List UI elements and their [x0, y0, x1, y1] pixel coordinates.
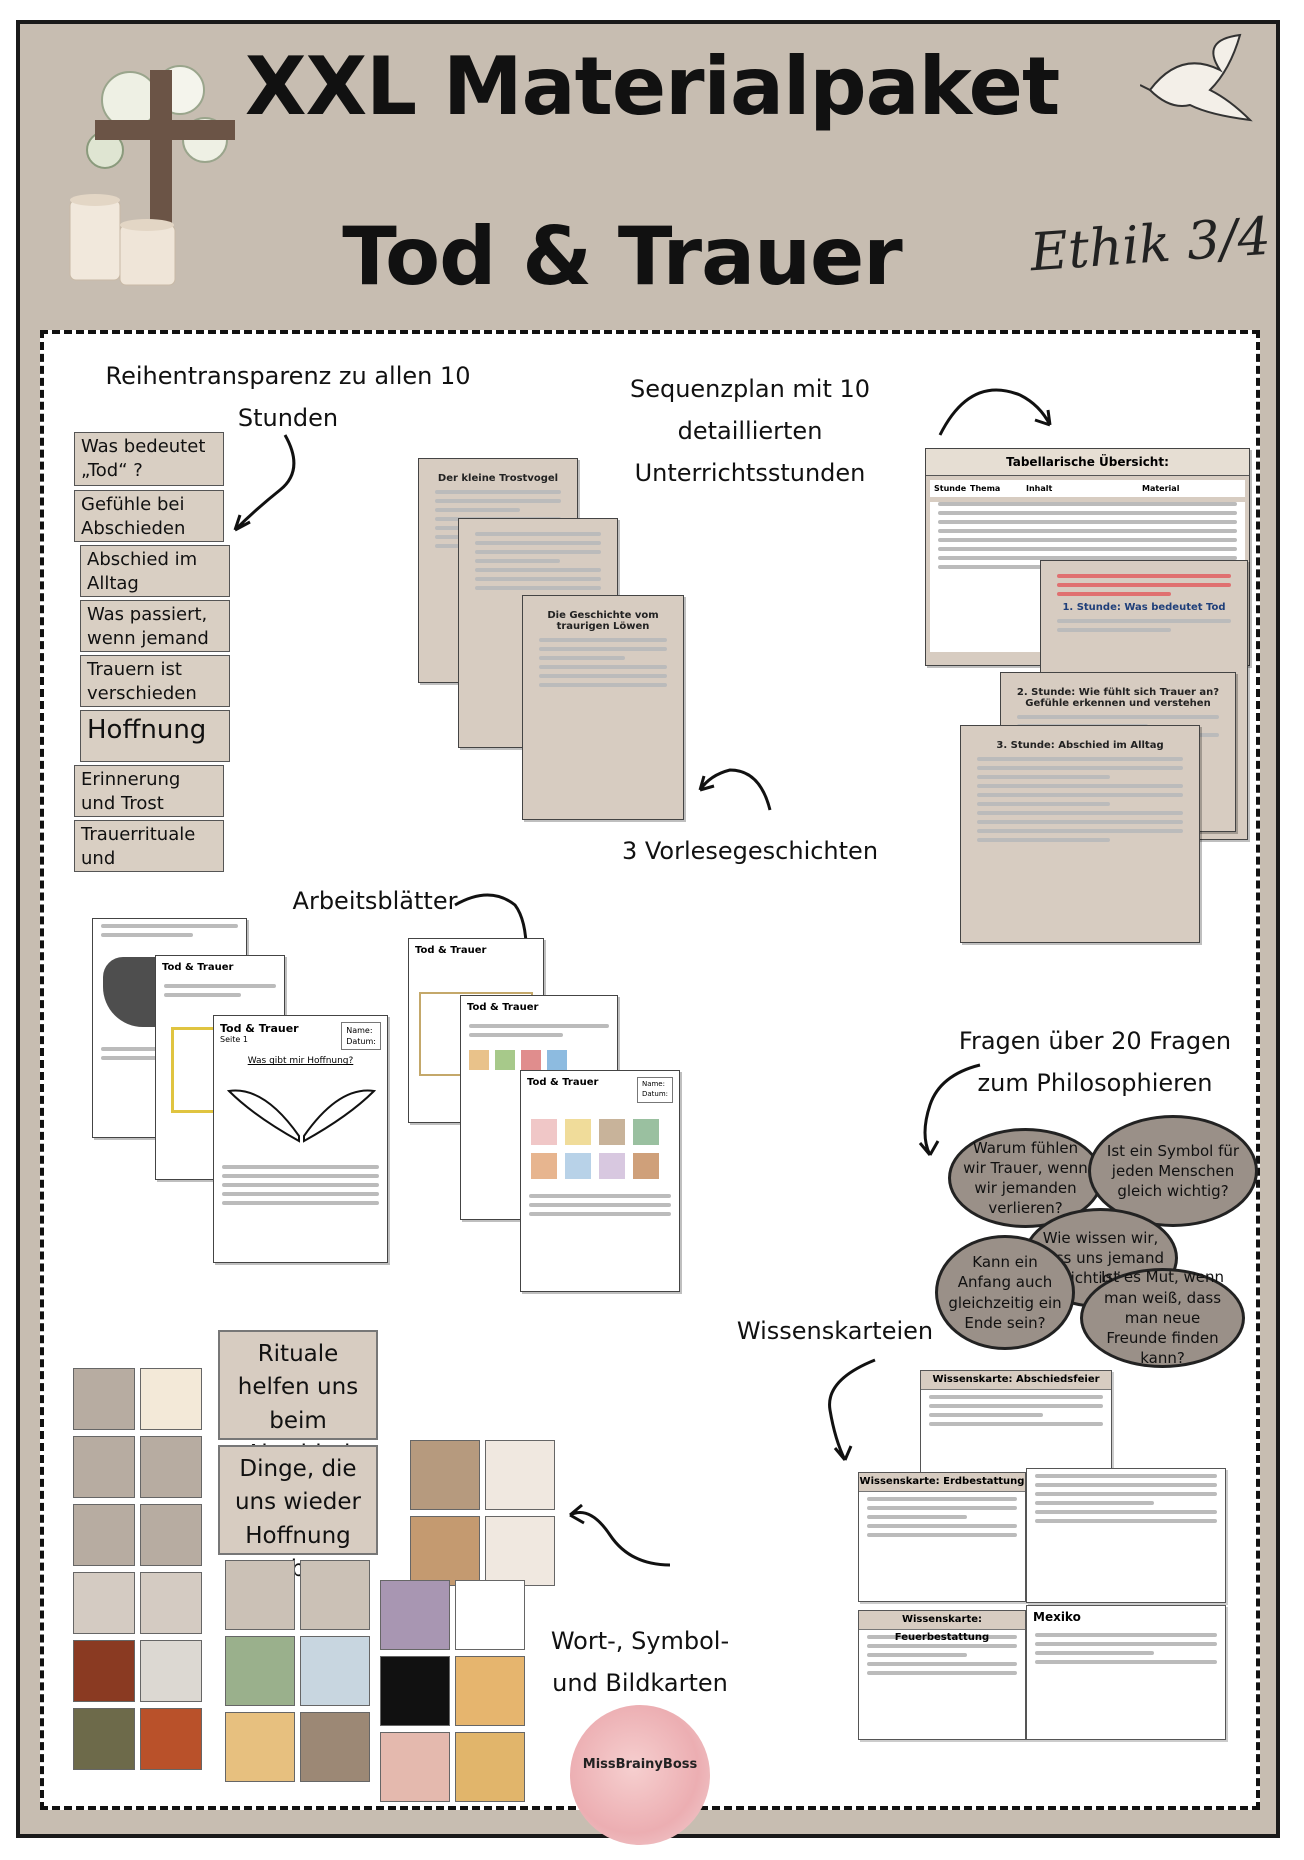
label-reihentransparenz: Reihentransparenz zu allen 10 Stunden [105, 362, 471, 432]
label-bildkarten: Wort-, Symbol- und Bildkarten [550, 1627, 730, 1697]
brand-logo-text: MissBrainyBoss [582, 1757, 698, 1772]
word-card: Dinge, die uns wieder Hoffnung geben [218, 1445, 378, 1582]
arrow-icon [569, 1503, 671, 1567]
worksheet-hoffnung: Tod & Trauer Seite 1 Name: Datum: Was gi… [213, 1015, 388, 1263]
worksheet-brand: Tod & Trauer [467, 1002, 539, 1013]
worksheet-name: Name: [346, 1026, 373, 1035]
label-vorlesegeschichten: 3 Vorlesegeschichten [621, 837, 879, 865]
worksheet-brand: Tod & Trauer [527, 1077, 599, 1088]
worksheet-brand: Tod & Trauer [220, 1022, 299, 1035]
reihen-card: Was passiert, wenn jemand stirbt? [80, 600, 230, 652]
dove-illustration [1140, 33, 1253, 122]
wissenskarte: Mexiko [1026, 1605, 1226, 1740]
worksheet-date: Datum: [641, 1089, 668, 1098]
arrow-icon [233, 434, 296, 532]
reihen-card: Was bedeutet „Tod“ ? [74, 432, 224, 486]
stunde3-title: 3. Stunde: Abschied im Alltag [996, 740, 1164, 751]
col-thema: Thema [970, 484, 1001, 493]
sequenz-sheet: 3. Stunde: Abschied im Alltag [960, 725, 1200, 943]
question-cloud: Kann ein Anfang auch gleichzeitig ein En… [935, 1235, 1075, 1350]
reihen-card: Abschied im Alltag [80, 545, 230, 597]
worksheet-page: Seite 1 [220, 1035, 248, 1044]
title-line-1: XXL Materialpaket [244, 40, 1060, 133]
question-cloud: Ist es Mut, wenn man weiß, dass man neue… [1080, 1268, 1245, 1368]
reihen-card: Erinnerung und Trost [74, 765, 224, 817]
cross-candles-illustration [69, 65, 235, 286]
col-inhalt: Inhalt [1026, 484, 1053, 493]
brand-logo: MissBrainyBoss [570, 1705, 710, 1845]
label-fragen: Fragen über 20 Fragen zum Philosophieren [958, 1027, 1232, 1097]
worksheet-date: Datum: [346, 1037, 376, 1047]
reihen-card: Gefühle bei Abschieden [74, 490, 224, 542]
worksheet-brand: Tod & Trauer [162, 962, 234, 973]
title-line-2: Tod & Trauer [342, 210, 903, 303]
reihen-card: Trauern ist verschieden [80, 655, 230, 707]
wissenskarte-title: Wissenskarte: Feuerbestattung [859, 1611, 1025, 1643]
story-title: Die Geschichte vom traurigen Löwen [547, 610, 659, 632]
worksheet-brand: Tod & Trauer [415, 945, 487, 956]
wissenskarte: Wissenskarte: Feuerbestattung [858, 1610, 1026, 1740]
wissenskarte [1026, 1468, 1226, 1603]
wissenskarte: Wissenskarte: Abschiedsfeier [920, 1370, 1112, 1490]
arrow-icon [918, 1063, 981, 1156]
story-title: Der kleine Trostvogel [437, 473, 559, 484]
word-card: Rituale helfen uns beim Abschied [218, 1330, 378, 1467]
worksheet-question: Was gibt mir Hoffnung? [247, 1056, 354, 1067]
worksheet: Tod & Trauer Name: Datum: [520, 1070, 680, 1292]
stunde2-title: 2. Stunde: Wie fühlt sich Trauer an? Gef… [1016, 687, 1220, 709]
label-arbeitsblaetter: Arbeitsblätter [292, 887, 458, 915]
col-stunde: Stunde [934, 484, 967, 493]
story-sheet: Die Geschichte vom traurigen Löwen [522, 595, 684, 820]
stunde1-title: 1. Stunde: Was bedeutet Tod [1062, 602, 1226, 613]
label-sequenzplan: Sequenzplan mit 10 detaillierten Unterri… [629, 375, 871, 487]
label-wissenskarteien: Wissenskarteien [736, 1317, 934, 1345]
arrow-icon [698, 768, 772, 811]
col-material: Material [1142, 484, 1180, 493]
worksheet-name: Name: [641, 1080, 665, 1088]
reihen-card: Trauerrituale und Beerdigungen [74, 820, 224, 872]
arrow-icon [938, 388, 1052, 436]
reihen-card: Hoffnung [80, 710, 230, 762]
overview-title: Tabellarische Übersicht: [926, 449, 1249, 476]
arrow-icon [828, 1358, 876, 1461]
wissenskarte-title: Mexiko [1033, 1610, 1081, 1624]
wings-icon [226, 1089, 377, 1144]
wissenskarte-title: Wissenskarte: Erdbestattung [859, 1473, 1025, 1492]
wissenskarte-title: Wissenskarte: Abschiedsfeier [921, 1371, 1111, 1390]
wissenskarte: Wissenskarte: Erdbestattung [858, 1472, 1026, 1602]
